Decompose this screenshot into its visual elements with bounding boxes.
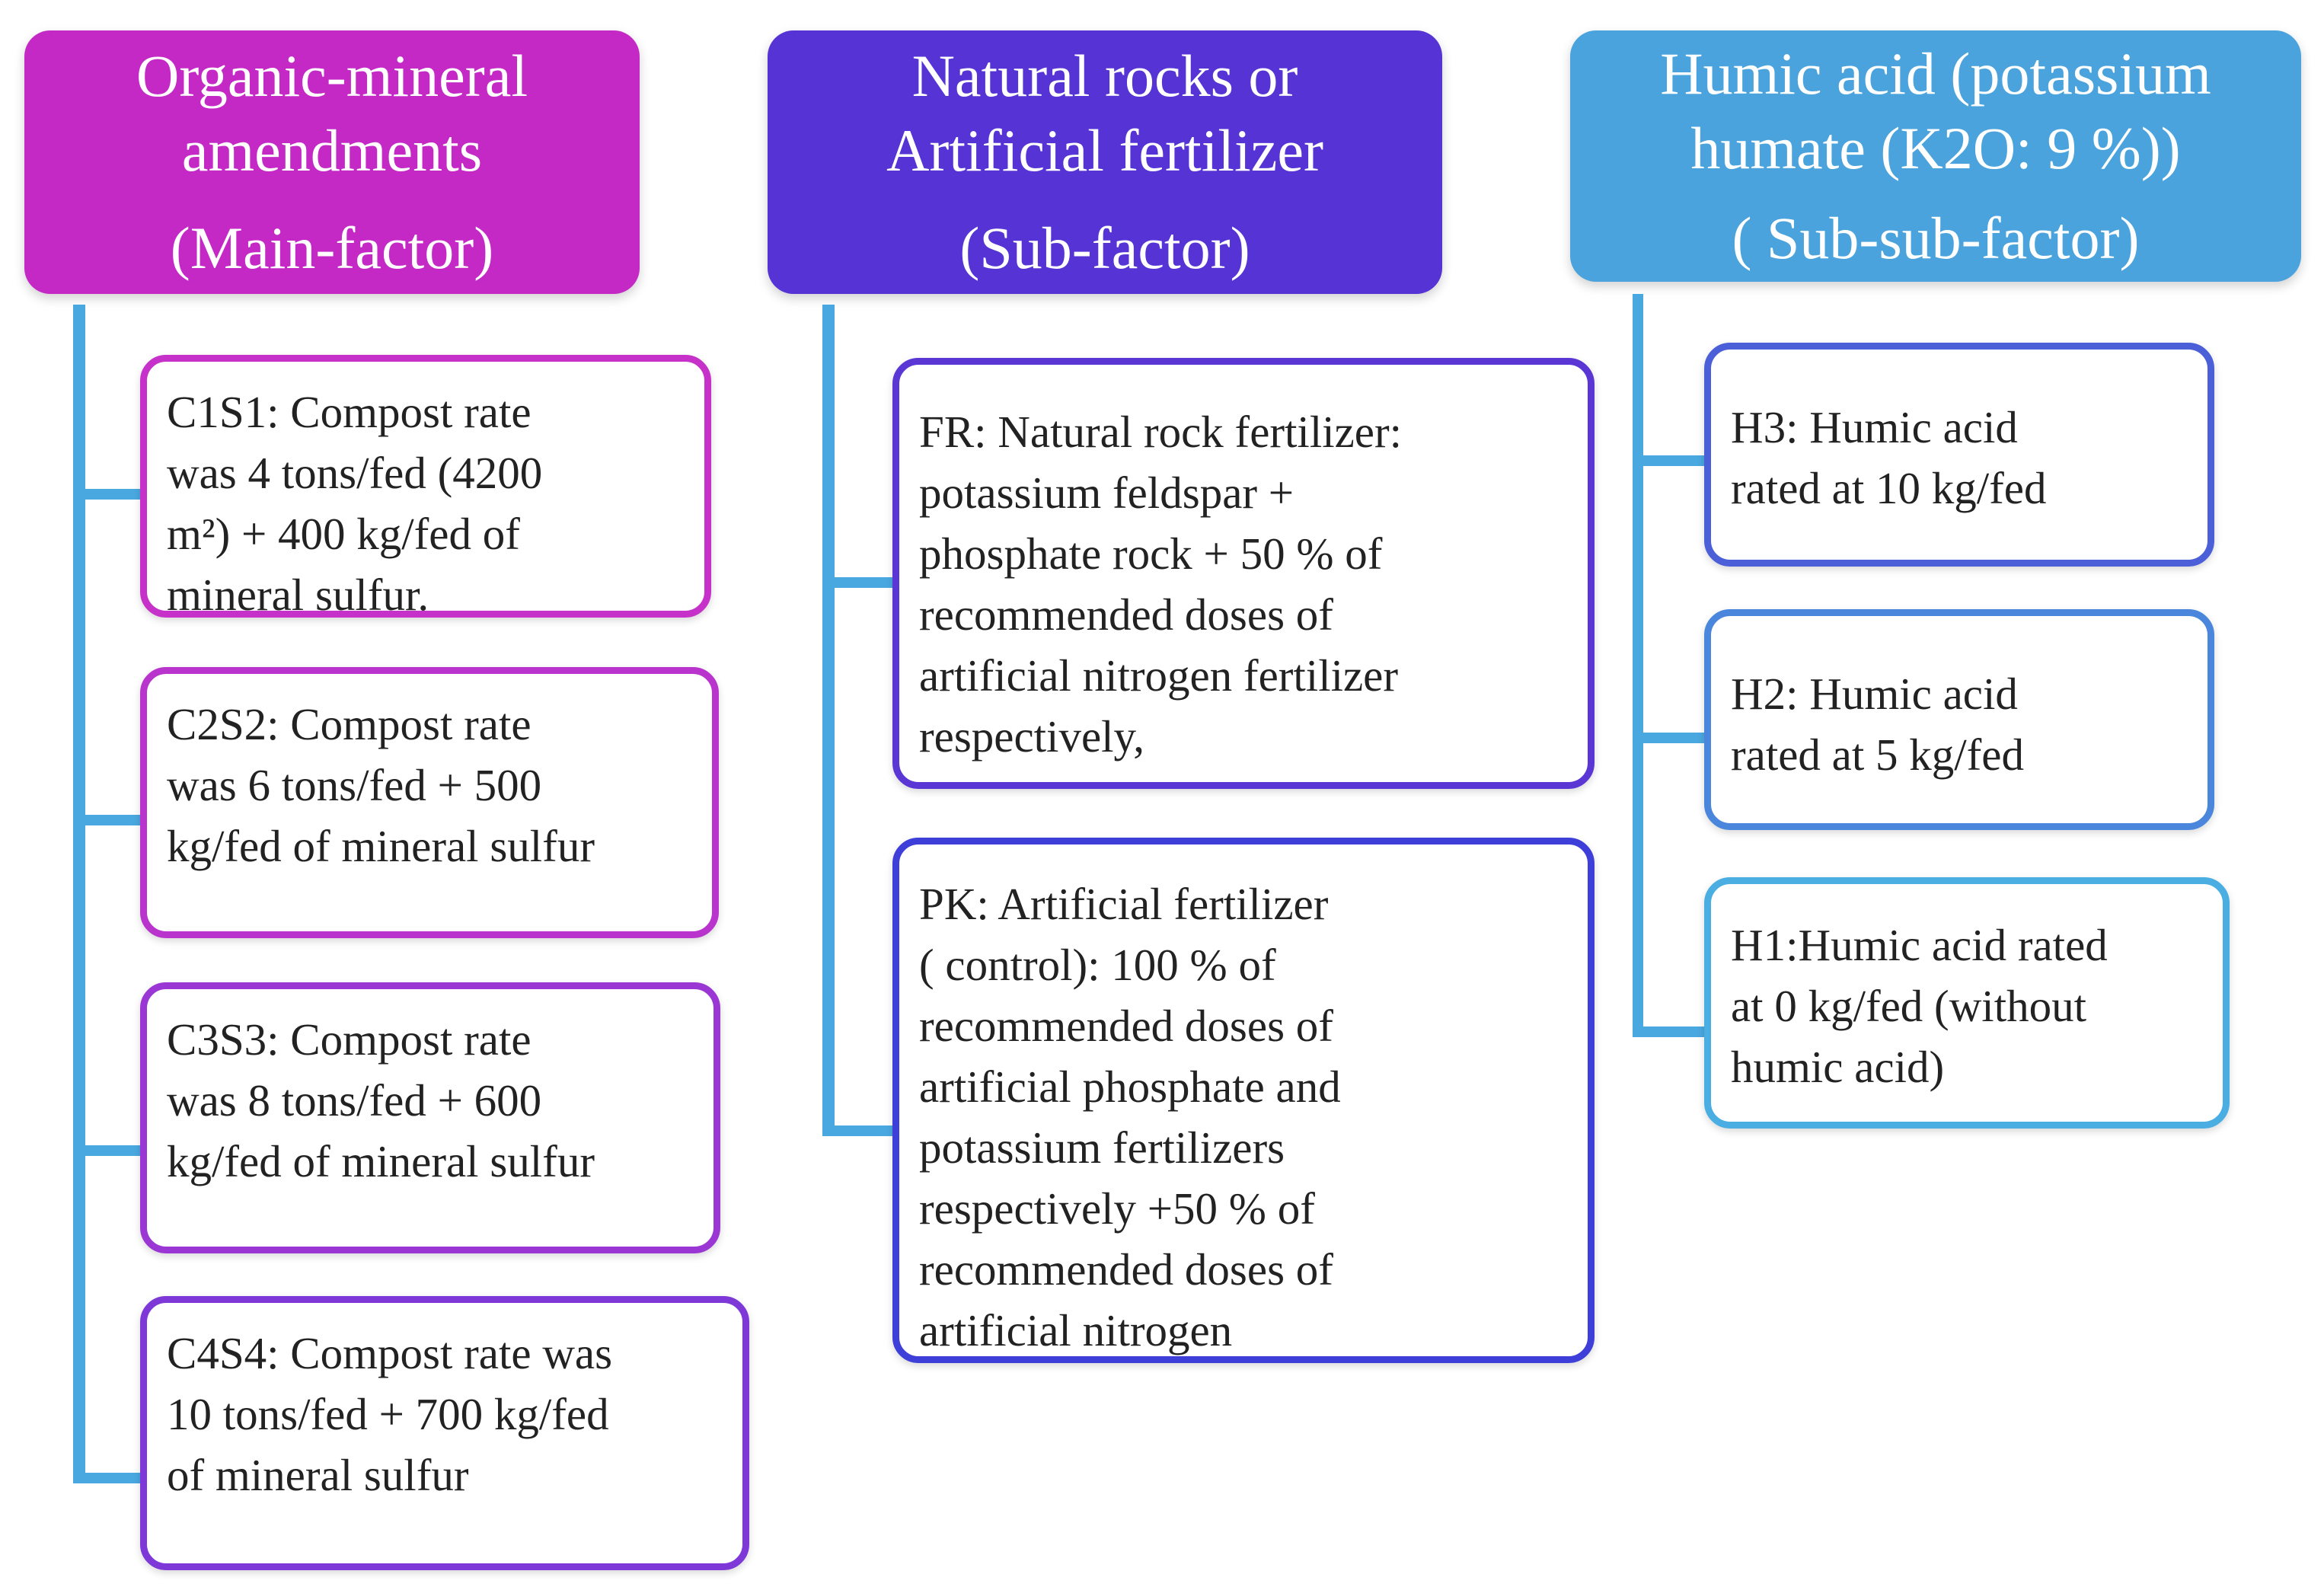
treatment-text-h3: H3: Humic acid rated at 10 kg/fed <box>1731 402 2047 513</box>
treatment-box-h1: H1:Humic acid rated at 0 kg/fed (without… <box>1704 877 2230 1129</box>
sub-sub-factor-subtitle: ( Sub-sub-factor) <box>1732 205 2140 271</box>
sub-factor-subtitle: (Sub-factor) <box>959 215 1250 281</box>
main-factor-trunk-line <box>73 305 85 1483</box>
sub-sub-factor-trunk-line <box>1633 294 1643 1037</box>
main-factor-branch-3 <box>73 1145 143 1156</box>
treatment-box-c2s2: C2S2: Compost rate was 6 tons/fed + 500 … <box>140 667 719 938</box>
sub-factor-trunk-line <box>822 305 835 1136</box>
sub-sub-factor-title-line-2: humate (K2O: 9 %)) <box>1690 115 2181 181</box>
treatment-text-c3s3: C3S3: Compost rate was 8 tons/fed + 600 … <box>167 1014 595 1186</box>
treatment-text-h1: H1:Humic acid rated at 0 kg/fed (without… <box>1731 920 2108 1092</box>
sub-factor-title-line-2: Artificial fertilizer <box>886 117 1323 184</box>
treatment-text-h2: H2: Humic acid rated at 5 kg/fed <box>1731 669 2024 780</box>
main-factor-title-line-2: amendments <box>181 117 483 184</box>
main-factor-header: Organic-mineral amendments (Main-factor) <box>24 30 640 294</box>
treatment-box-h3: H3: Humic acid rated at 10 kg/fed <box>1704 343 2214 567</box>
main-factor-branch-4 <box>73 1473 143 1483</box>
main-factor-branch-2 <box>73 815 143 825</box>
main-factor-title-line-1: Organic-mineral <box>136 43 528 109</box>
sub-sub-factor-title-line-1: Humic acid (potassium <box>1660 40 2211 107</box>
treatment-box-fr: FR: Natural rock fertilizer: potassium f… <box>892 358 1595 789</box>
treatment-text-c2s2: C2S2: Compost rate was 6 tons/fed + 500 … <box>167 699 595 871</box>
treatment-text-fr: FR: Natural rock fertilizer: potassium f… <box>919 407 1403 761</box>
treatment-box-c1s1: C1S1: Compost rate was 4 tons/fed (4200 … <box>140 355 711 618</box>
sub-factor-header: Natural rocks or Artificial fertilizer (… <box>768 30 1442 294</box>
treatment-text-pk: PK: Artificial fertilizer ( control): 10… <box>919 879 1341 1355</box>
main-factor-subtitle: (Main-factor) <box>170 215 494 281</box>
sub-sub-factor-branch-3 <box>1633 1026 1707 1037</box>
sub-sub-factor-branch-1 <box>1633 455 1707 466</box>
sub-factor-branch-1 <box>822 577 895 588</box>
main-factor-branch-1 <box>73 489 143 500</box>
sub-sub-factor-header: Humic acid (potassium humate (K2O: 9 %))… <box>1570 30 2301 282</box>
sub-factor-branch-2 <box>822 1125 895 1136</box>
sub-sub-factor-branch-2 <box>1633 733 1707 743</box>
sub-factor-title-line-1: Natural rocks or <box>911 43 1298 109</box>
treatment-box-pk: PK: Artificial fertilizer ( control): 10… <box>892 838 1595 1363</box>
treatment-text-c4s4: C4S4: Compost rate was 10 tons/fed + 700… <box>167 1328 613 1500</box>
treatment-box-h2: H2: Humic acid rated at 5 kg/fed <box>1704 609 2214 830</box>
treatment-text-c1s1: C1S1: Compost rate was 4 tons/fed (4200 … <box>167 387 543 618</box>
treatment-box-c3s3: C3S3: Compost rate was 8 tons/fed + 600 … <box>140 982 720 1253</box>
treatment-box-c4s4: C4S4: Compost rate was 10 tons/fed + 700… <box>140 1296 749 1570</box>
